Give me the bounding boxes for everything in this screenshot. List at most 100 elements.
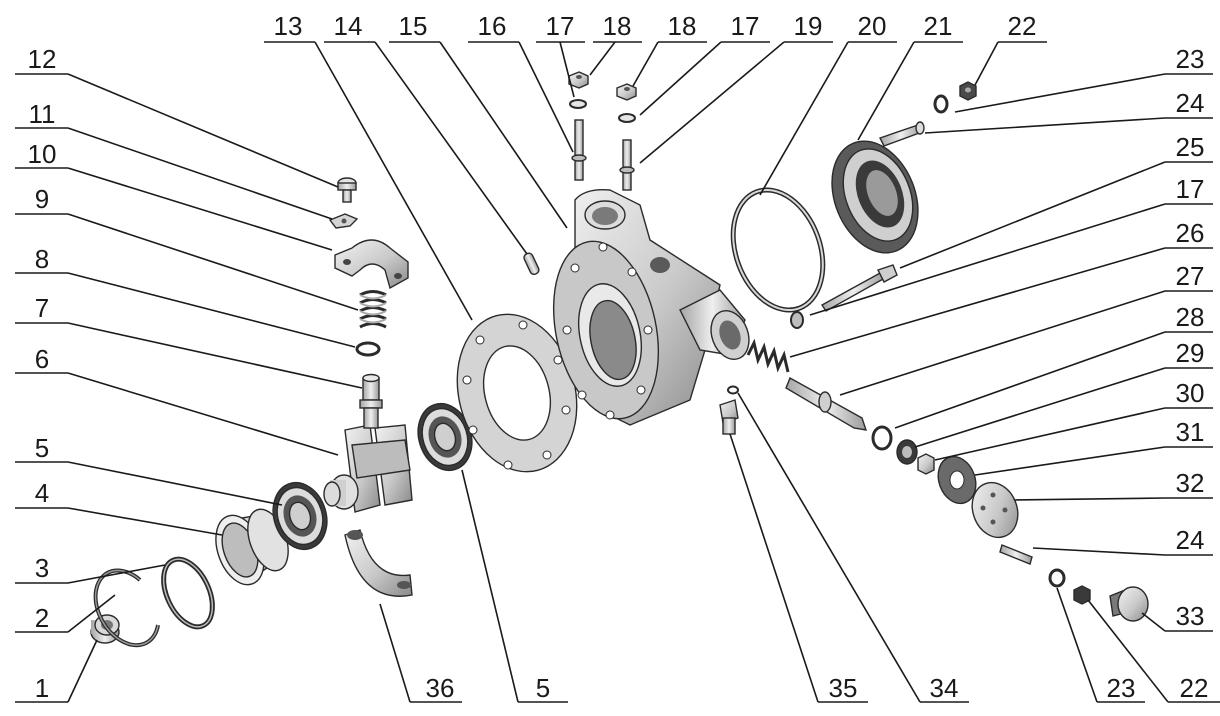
- callout-12: 12: [15, 44, 339, 188]
- part-36-half-bearing: [344, 529, 413, 597]
- callout-leader-line: [67, 372, 339, 456]
- callout-number: 34: [930, 673, 959, 703]
- part-34-o-ring: [727, 385, 739, 395]
- callout-24: 24: [1032, 525, 1213, 556]
- callout-number: 23: [1176, 44, 1205, 74]
- callout-number: 7: [35, 293, 49, 323]
- callout-15: 15: [389, 11, 568, 229]
- callout-18: 18: [632, 11, 707, 87]
- callout-leader-line: [809, 203, 1166, 316]
- part-12-bolt: [337, 177, 357, 203]
- part-33-cap-nut: [1109, 586, 1149, 622]
- part-25-long-bolt: [820, 264, 898, 312]
- callout-5: 5: [15, 433, 283, 506]
- callout-leader-line: [67, 639, 98, 703]
- callout-leader-line: [67, 73, 339, 188]
- callout-33: 33: [1141, 601, 1213, 632]
- callout-leader-line: [974, 446, 1166, 476]
- callout-number: 5: [35, 433, 49, 463]
- callout-leader-line: [67, 594, 116, 633]
- callout-leader-line: [899, 161, 1166, 269]
- callout-number: 24: [1176, 88, 1205, 118]
- callout-leader-line: [589, 41, 616, 76]
- callout-number: 25: [1176, 132, 1205, 162]
- callout-leader-line: [789, 247, 1166, 358]
- callout-leader-line: [632, 41, 659, 87]
- callout-number: 31: [1176, 417, 1205, 447]
- callout-23: 23: [1056, 587, 1145, 703]
- callout-number: 13: [274, 11, 303, 41]
- callout-16: 16: [468, 11, 574, 153]
- part-13-gasket: [456, 313, 578, 473]
- part-35-plug: [719, 399, 739, 435]
- callout-leader-line: [954, 73, 1166, 113]
- callout-22: 22: [974, 11, 1047, 86]
- callout-number: 19: [794, 11, 823, 41]
- callout-leader-line: [439, 41, 568, 229]
- callout-20: 20: [759, 11, 897, 196]
- callout-leader-line: [857, 41, 915, 141]
- callout-8: 8: [15, 244, 356, 348]
- callout-leader-line: [639, 41, 722, 116]
- callout-number: 6: [35, 344, 49, 374]
- callout-number: 18: [668, 11, 697, 41]
- part-22-nut-lower: [1073, 585, 1091, 605]
- callout-number: 27: [1176, 261, 1205, 291]
- callout-number: 24: [1176, 525, 1205, 555]
- callout-leader-line: [1032, 547, 1166, 556]
- callout-leader-line: [737, 392, 921, 703]
- part-29-bearing: [896, 439, 918, 465]
- callout-leader-line: [1141, 612, 1166, 632]
- callout-number: 26: [1176, 218, 1205, 248]
- callout-3: 3: [15, 553, 166, 584]
- part-21-cover: [831, 140, 919, 254]
- part-24-bolt-lower: [999, 544, 1033, 565]
- part-17-washer-a: [569, 99, 587, 109]
- callout-21: 21: [857, 11, 963, 141]
- callout-leader-line: [729, 433, 819, 703]
- part-23-washer-top: [933, 94, 949, 114]
- callout-number: 17: [546, 11, 575, 41]
- callout-28: 28: [894, 302, 1213, 429]
- callout-leader-line: [67, 507, 223, 536]
- callout-27: 27: [839, 261, 1213, 396]
- callout-number: 16: [478, 11, 507, 41]
- callout-leader-line: [67, 564, 166, 584]
- callout-17: 17: [809, 174, 1213, 316]
- part-9-spring: [359, 290, 387, 329]
- part-28-ring: [871, 425, 893, 451]
- callout-23: 23: [954, 44, 1213, 113]
- callout-10: 10: [15, 139, 333, 251]
- callout-leader-line: [314, 41, 473, 321]
- part-24-bolt-top: [879, 121, 925, 147]
- callout-36: 36: [379, 603, 462, 703]
- callout-number: 22: [1180, 673, 1209, 703]
- part-20-gasket: [730, 187, 826, 313]
- callout-leader-line: [639, 41, 785, 164]
- callout-leader-line: [1056, 587, 1098, 703]
- part-7-pin: [359, 373, 383, 429]
- part-26-spring: [746, 338, 790, 373]
- part-31-gasket: [937, 455, 977, 505]
- part-6-yoke: [323, 424, 413, 513]
- callout-number: 17: [1176, 174, 1205, 204]
- part-18-nut-b: [616, 83, 637, 101]
- callout-11: 11: [15, 99, 333, 220]
- part-14-dowel: [523, 252, 540, 276]
- callout-leader-line: [559, 41, 575, 98]
- callout-number: 10: [28, 139, 57, 169]
- callout-leader-line: [379, 603, 411, 703]
- callout-number: 12: [28, 44, 57, 74]
- callout-number: 28: [1176, 302, 1205, 332]
- part-17-washer-c: [790, 311, 804, 329]
- callout-number: 23: [1107, 673, 1136, 703]
- callout-leader-line: [67, 127, 333, 220]
- callout-leader-line: [839, 290, 1166, 396]
- callout-17: 17: [639, 11, 770, 116]
- parts-illustration: [90, 71, 1149, 648]
- callout-4: 4: [15, 478, 223, 536]
- callout-number: 30: [1176, 378, 1205, 408]
